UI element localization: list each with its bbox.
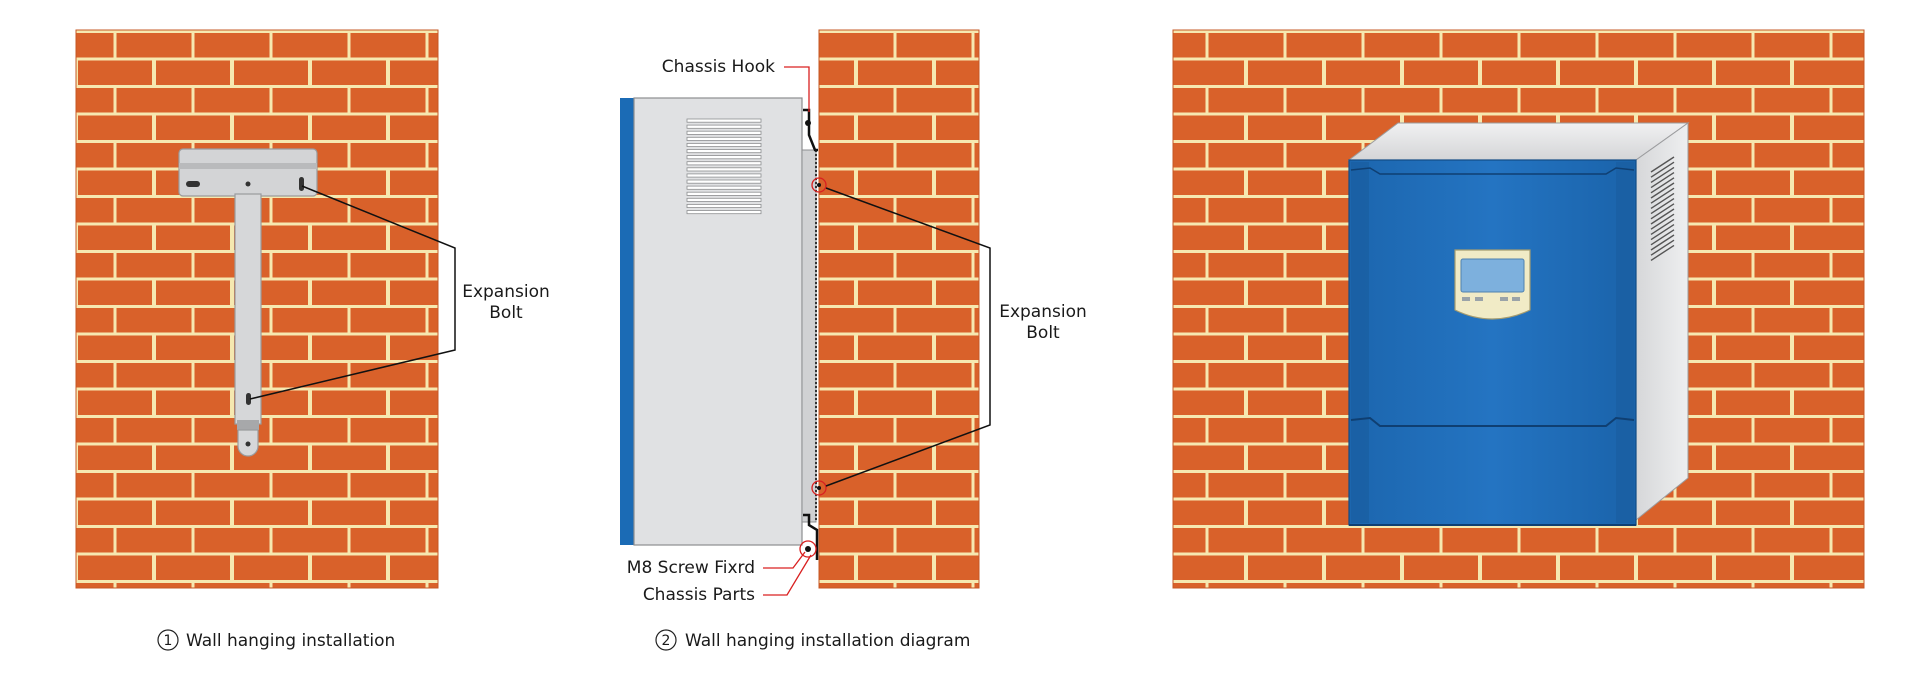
side-vent-slot (1650, 229, 1675, 246)
vent-slot (686, 161, 762, 166)
chassis-parts (803, 513, 819, 560)
side-vent-slot (1650, 177, 1675, 194)
side-vent-slot (1650, 187, 1675, 204)
side-vent-slot (1650, 203, 1675, 220)
expansion-bolt-label-2a: Expansion (999, 302, 1087, 322)
side-vent-slot (1650, 182, 1675, 199)
svg-text:Wall hanging installation: Wall hanging installation (186, 631, 395, 651)
brick-wall-2 (818, 29, 980, 589)
panel-2: Expansion Bolt Chassis Hook M8 Screw Fix… (620, 29, 1087, 651)
vent-slot (686, 167, 762, 172)
expansion-bolt-leader-1 (249, 185, 456, 400)
side-vent-slot (1650, 224, 1675, 241)
side-vent-slot (1650, 172, 1675, 189)
side-vent-slot (1650, 156, 1675, 173)
vent-slot (686, 124, 762, 129)
side-vent-slot (1650, 213, 1675, 230)
wall-bracket (178, 148, 318, 457)
cabinet-side-view (620, 97, 819, 560)
vent-slot (686, 130, 762, 135)
cabinet-side (1635, 122, 1689, 522)
controller-cabinet (1347, 122, 1690, 526)
m8-screw-leader (763, 551, 806, 569)
side-vent-slot (1650, 192, 1675, 209)
side-vent-slot (1650, 218, 1675, 235)
caption-1: 1 Wall hanging installation (157, 629, 395, 651)
m8-screw-label: M8 Screw Fixrd (627, 558, 755, 578)
svg-text:2: 2 (662, 633, 671, 649)
expansion-bolt-label-2b: Bolt (1026, 323, 1060, 343)
lcd-screen (1460, 258, 1525, 293)
vent-slot (686, 118, 762, 123)
svg-text:Wall hanging installation diag: Wall hanging installation diagram (685, 631, 970, 651)
vent-slot (686, 203, 762, 208)
chassis-parts-label: Chassis Parts (643, 585, 755, 605)
side-vent-slot (1650, 161, 1675, 178)
panel-1: Expansion Bolt 1 Wall hanging installati… (75, 29, 550, 651)
expansion-bolt-label-1a: Expansion (462, 282, 550, 302)
panel-3 (1172, 29, 1865, 589)
side-vent-slot (1650, 166, 1675, 183)
red-bolt-markers (799, 177, 827, 558)
vent-slot (686, 149, 762, 154)
side-vent-slot (1650, 208, 1675, 225)
vent-slot (686, 142, 762, 147)
chassis-hook-label: Chassis Hook (662, 57, 775, 77)
vent-slot (686, 191, 762, 196)
cabinet-front (1348, 159, 1637, 526)
lcd-display-panel (1454, 249, 1531, 320)
caption-2: 2 Wall hanging installation diagram (655, 629, 970, 651)
expansion-bolt-leader-2 (825, 187, 991, 487)
vent-slot (686, 185, 762, 190)
vent-slot (686, 173, 762, 178)
vent-slot (686, 197, 762, 202)
side-vent-slot (1650, 198, 1675, 215)
side-vent-slot (1650, 239, 1675, 256)
cabinet-top (1347, 122, 1690, 161)
side-vent-slot (1650, 244, 1675, 261)
vent-slots (686, 118, 762, 215)
chassis-hook-leader (784, 66, 810, 112)
expansion-bolt-label-1b: Bolt (489, 303, 523, 323)
chassis-parts-leader (763, 554, 812, 596)
vent-slot (686, 179, 762, 184)
vent-slot (686, 210, 762, 215)
vent-slot (686, 155, 762, 160)
vent-slot (686, 136, 762, 141)
side-vent-slot (1650, 234, 1675, 251)
side-vent (1650, 156, 1675, 261)
svg-text:1: 1 (164, 633, 173, 649)
chassis-hook (803, 108, 818, 152)
